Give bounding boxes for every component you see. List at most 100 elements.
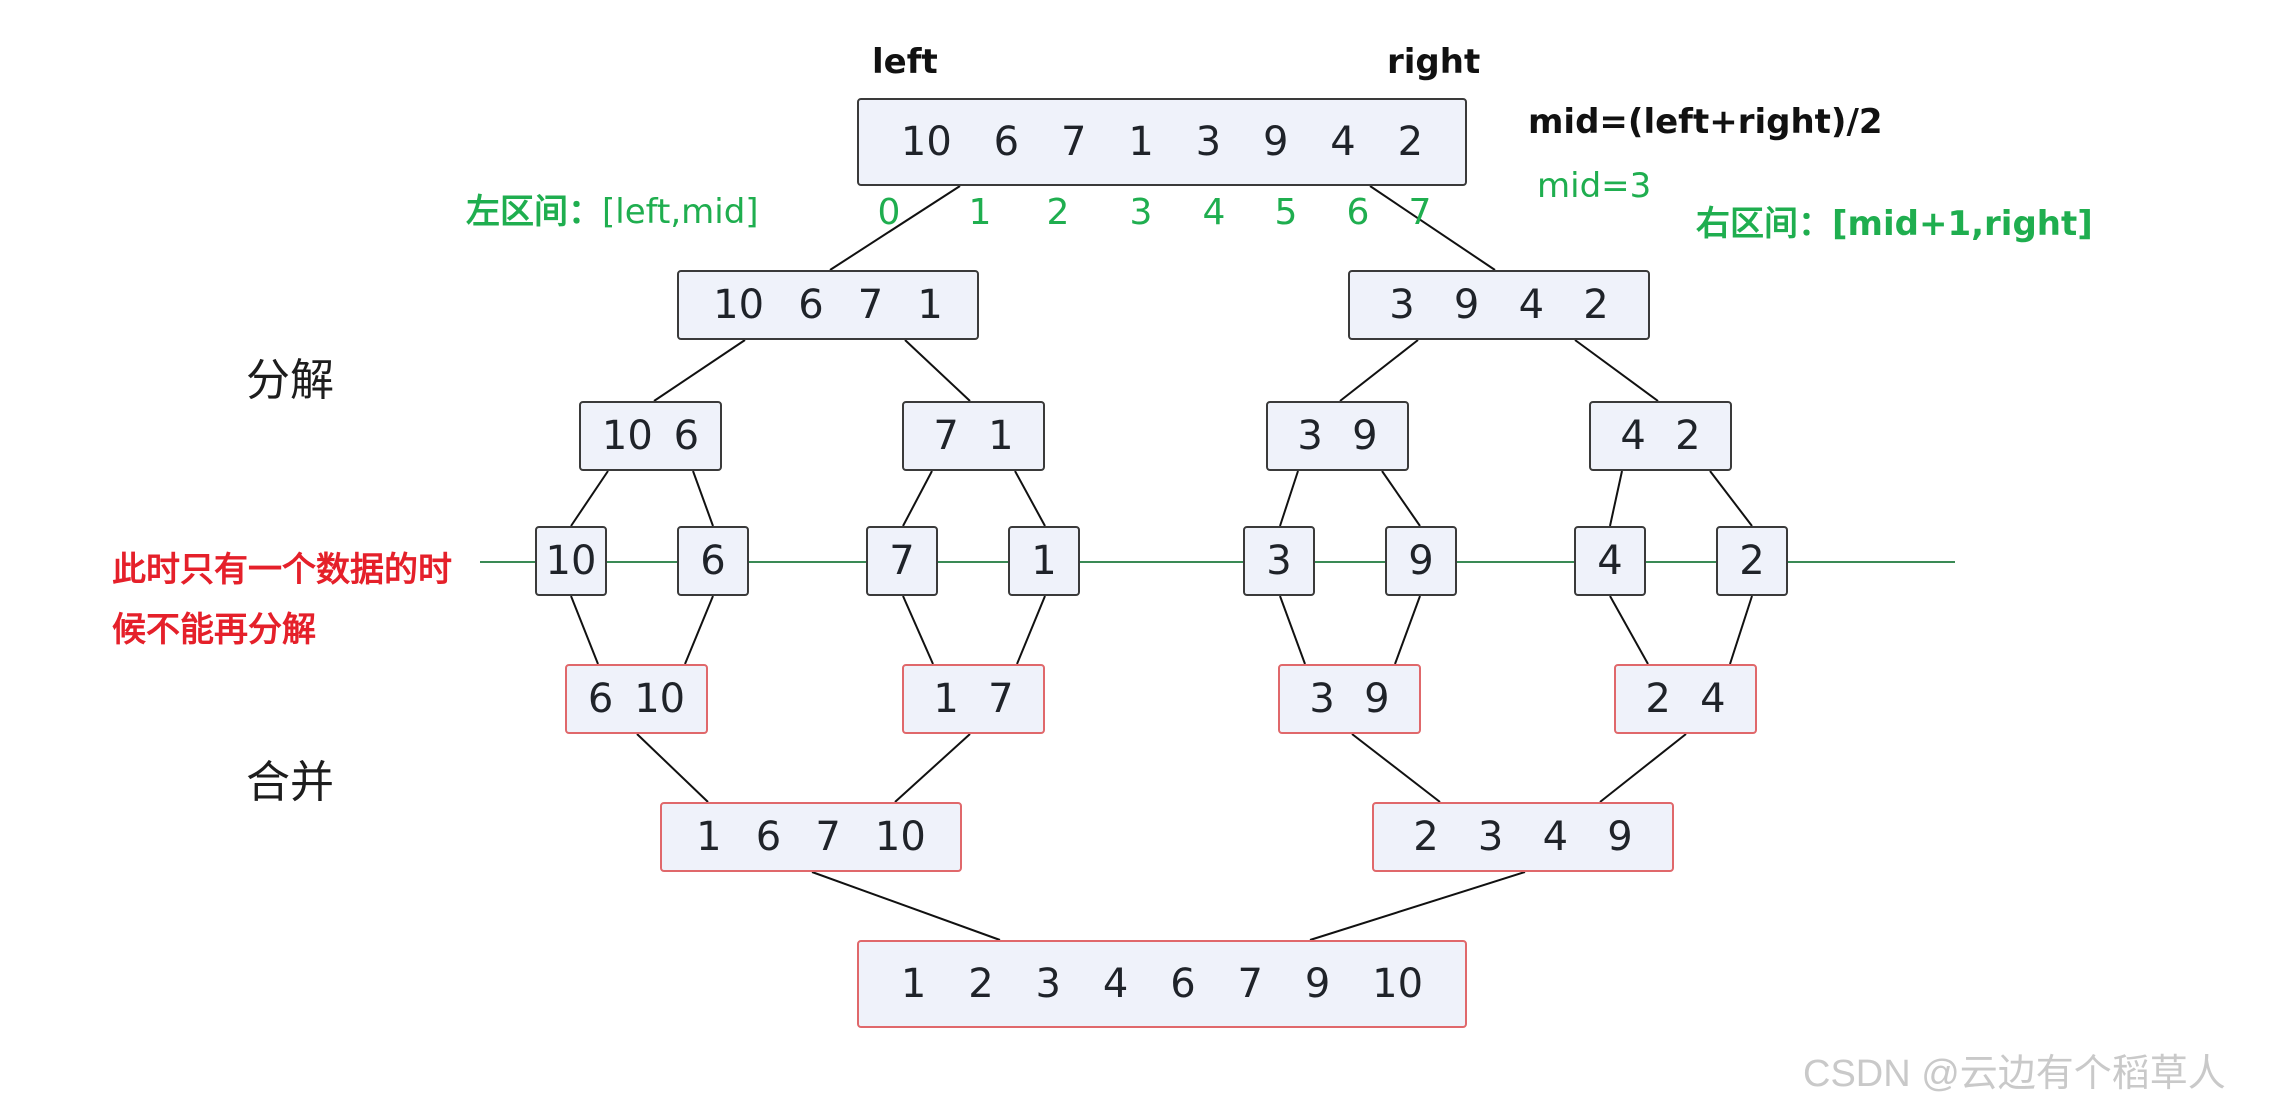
right-pointer-label: right (1387, 42, 1481, 82)
array-value: 4 (1518, 282, 1545, 328)
array-value: 10 (601, 413, 653, 459)
array-value: 6 (1170, 961, 1196, 1007)
array-value: 4 (1542, 814, 1569, 860)
array-value: 7 (988, 676, 1014, 722)
array-value: 9 (1262, 119, 1289, 165)
tree-edge (894, 733, 971, 803)
array-value: 1 (933, 676, 959, 722)
single-element-box: 10 (535, 526, 607, 596)
array-value: 2 (1645, 676, 1671, 722)
array-value: 7 (1237, 961, 1263, 1007)
array-value: 7 (857, 282, 884, 328)
single-element-box: 3 (1243, 526, 1315, 596)
array-value: 9 (1352, 413, 1378, 459)
tree-edge (1309, 871, 1526, 941)
tree-edge (1709, 470, 1753, 527)
tree-edge (1014, 470, 1046, 527)
array-value: 2 (1397, 119, 1424, 165)
tree-edge (1599, 733, 1687, 803)
tree-edge (570, 595, 599, 665)
array-value: 2 (1675, 413, 1701, 459)
array-value: 2 (1413, 814, 1439, 860)
tree-edge (1574, 339, 1659, 402)
tree-edge (1394, 595, 1421, 665)
single-element-box: 9 (1385, 526, 1457, 596)
note-line-2: 候不能再分解 (112, 610, 316, 650)
single-element-box: 2 (1716, 526, 1788, 596)
tree-edge (904, 339, 971, 402)
tree-edge (811, 871, 1001, 941)
left-interval-label: 左区间：[left,mid] (466, 184, 759, 233)
array-value: 4 (1597, 538, 1623, 584)
array-value: 1 (1128, 119, 1154, 165)
tree-edge (653, 339, 746, 402)
array-value: 3 (1309, 676, 1335, 722)
array-value: 7 (815, 814, 841, 860)
array-index: 6 (1346, 192, 1370, 233)
csdn-watermark: CSDN @云边有个稻草人 (1803, 1053, 2226, 1095)
array-value: 3 (1297, 413, 1323, 459)
array-value: 7 (1060, 119, 1087, 165)
array-index: 2 (1046, 192, 1070, 233)
array-value: 2 (1739, 538, 1765, 584)
array-value: 4 (1102, 961, 1129, 1007)
array-value: 10 (713, 282, 765, 328)
array-value: 1 (696, 814, 722, 860)
array-value: 2 (968, 961, 994, 1007)
tree-edge (1339, 339, 1419, 402)
mid-formula: mid=(left+right)/2 (1528, 102, 1883, 142)
tree-edge (1609, 470, 1623, 527)
array-index: 5 (1274, 192, 1298, 233)
single-element-box: 4 (1574, 526, 1646, 596)
tree-edge (684, 595, 714, 665)
array-value: 10 (900, 119, 952, 165)
array-value: 3 (1266, 538, 1292, 584)
left-interval-range: [left,mid] (602, 192, 759, 232)
merge-section-label: 合并 (246, 757, 334, 808)
single-element-box: 1 (1008, 526, 1080, 596)
array-index: 7 (1408, 192, 1432, 233)
array-value: 3 (1477, 814, 1504, 860)
tree-edge (636, 733, 709, 803)
array-value: 9 (1364, 676, 1390, 722)
tree-edge (1609, 595, 1649, 665)
array-value: 9 (1408, 538, 1434, 584)
array-value: 9 (1453, 282, 1480, 328)
mid-value: mid=3 (1537, 166, 1652, 206)
array-value: 4 (1700, 676, 1726, 722)
array-value: 6 (755, 814, 782, 860)
array-value: 9 (1607, 814, 1633, 860)
array-value: 7 (933, 413, 959, 459)
tree-edge (1279, 595, 1306, 665)
tree-edge (570, 470, 609, 527)
array-value: 2 (1583, 282, 1609, 328)
array-value: 6 (587, 676, 614, 722)
split-section-label: 分解 (246, 355, 334, 406)
array-index: 0 (877, 192, 901, 233)
tree-edge (1016, 595, 1046, 665)
array-value: 1 (917, 282, 943, 328)
right-interval-label: 右区间：[mid+1,right] (1696, 204, 2093, 244)
left-interval-prefix: 左区间： (466, 192, 602, 232)
tree-edge (1729, 595, 1753, 665)
left-pointer-label: left (872, 42, 938, 82)
tree-edge (902, 595, 934, 665)
array-value: 9 (1304, 961, 1331, 1007)
tree-edge (1351, 733, 1441, 803)
array-value: 6 (798, 282, 824, 328)
single-element-box: 6 (677, 526, 749, 596)
